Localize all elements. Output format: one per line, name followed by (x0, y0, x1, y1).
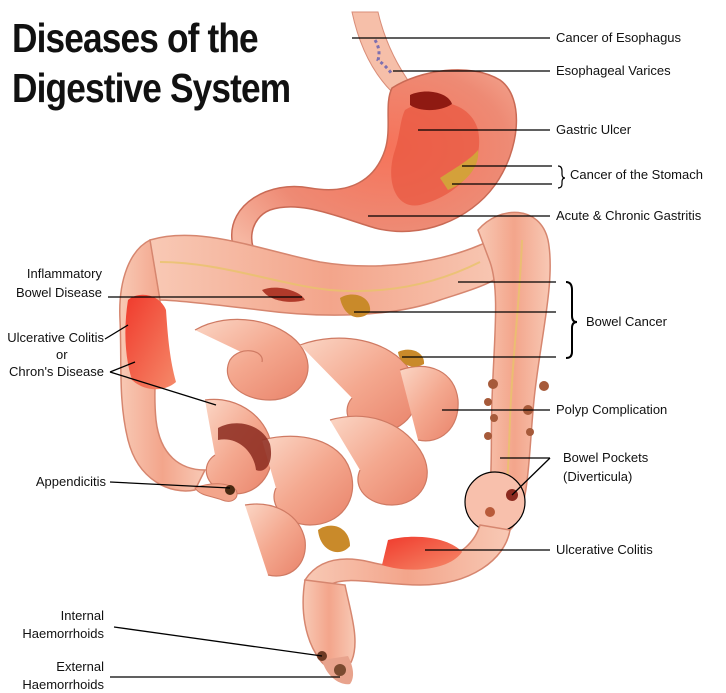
diverticula-highlight (465, 472, 525, 532)
cancer-stomach-bracket (558, 166, 565, 188)
label-acute-chronic-gastritis: Acute & Chronic Gastritis (556, 208, 701, 224)
label-inflammatory: Inflammatory (27, 266, 102, 282)
page-title-line1: Diseases of the (12, 18, 258, 59)
diverticulum-2 (485, 507, 495, 517)
transverse-colon (150, 235, 511, 315)
label-bowel-disease: Bowel Disease (16, 285, 102, 301)
esophagus (352, 12, 412, 92)
bowel-lesion-sigmoid (318, 526, 350, 552)
label-polyp-complication: Polyp Complication (556, 402, 667, 418)
bowel-cancer-bracket (566, 282, 577, 358)
label-internal-haemorrhoids: Haemorrhoids (22, 626, 104, 642)
label-bowel-cancer: Bowel Cancer (586, 314, 667, 330)
uc-left-inflamed (125, 295, 176, 389)
rectum (303, 580, 355, 669)
label-diverticula: (Diverticula) (563, 469, 632, 485)
label-external: External (56, 659, 104, 675)
label-chrons-disease: Chron's Disease (9, 364, 104, 380)
appendicitis-lesion (225, 485, 235, 495)
label-internal: Internal (61, 608, 104, 624)
label-ulcerative-colitis-left: Ulcerative Colitis (7, 330, 104, 346)
label-or: or (56, 347, 68, 363)
label-appendicitis: Appendicitis (36, 474, 106, 490)
page-title-line2: Digestive System (12, 68, 290, 109)
external-haemorrhoid (334, 664, 346, 676)
label-gastric-ulcer: Gastric Ulcer (556, 122, 631, 138)
label-bowel-pockets: Bowel Pockets (563, 450, 648, 466)
label-esophageal-varices: Esophageal Varices (556, 63, 671, 79)
label-cancer-of-the-stomach: Cancer of the Stomach (570, 167, 703, 183)
label-ulcerative-colitis-right: Ulcerative Colitis (556, 542, 653, 558)
label-external-haemorrhoids: Haemorrhoids (22, 677, 104, 693)
label-cancer-of-esophagus: Cancer of Esophagus (556, 30, 681, 46)
